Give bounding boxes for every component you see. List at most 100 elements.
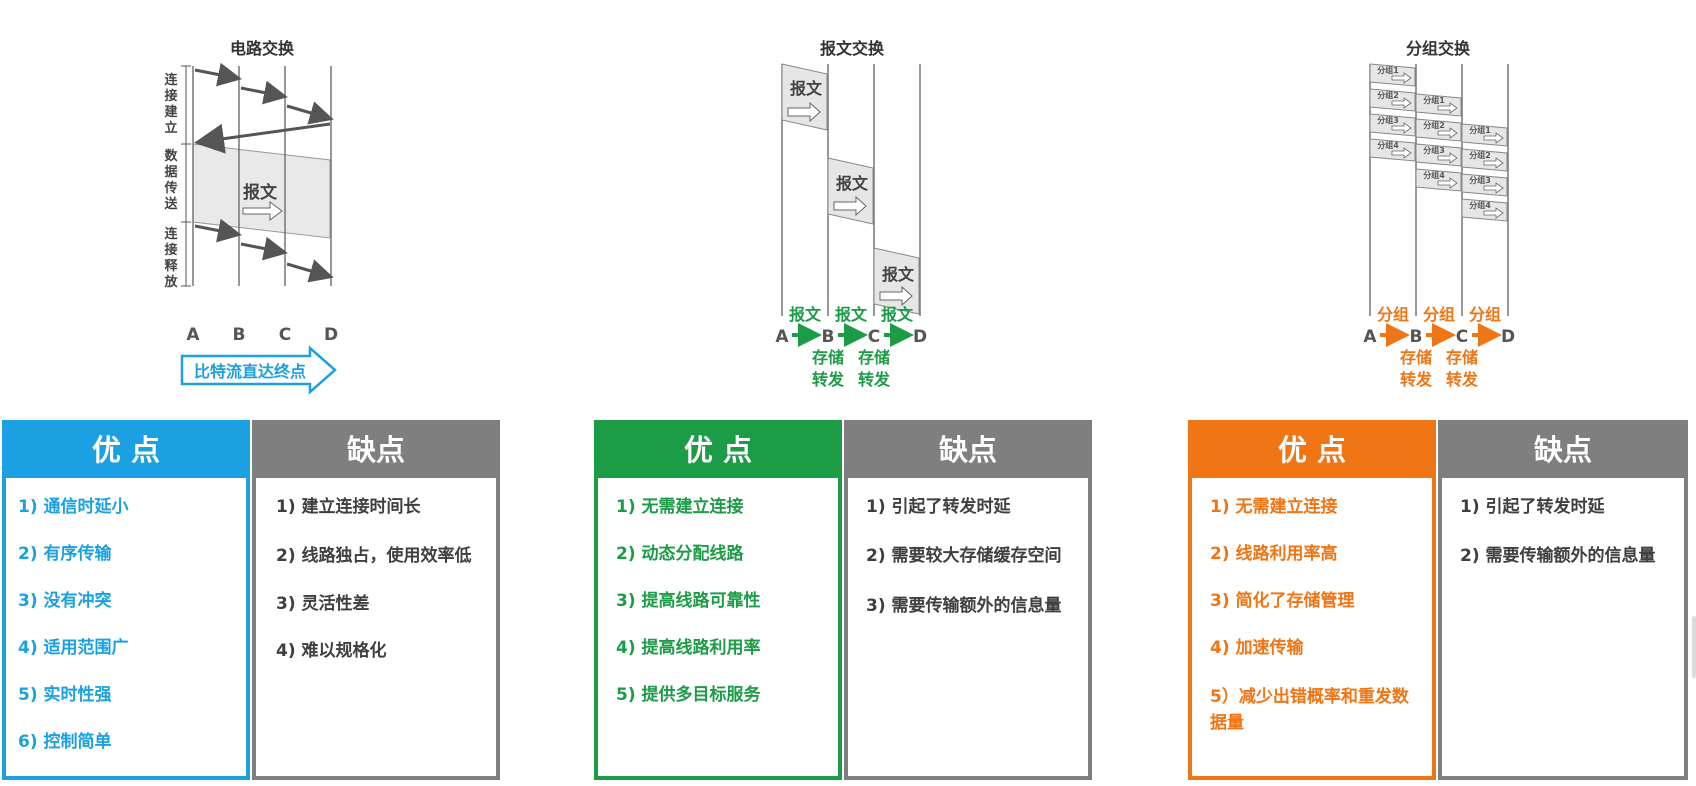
packet-arrow-icon [1483,157,1504,169]
message-disadvantages-list: 1) 引起了转发时延 2) 需要较大存储缓存空间 3) 需要传输额外的信息量 [848,478,1088,776]
node-label-b: B [822,327,835,347]
packet-arrow-icon [1483,182,1504,194]
svg-text:送: 送 [163,196,178,212]
node-label-a: A [775,327,789,347]
scroll-handle[interactable] [1692,616,1696,678]
list-item: 4) 加速传输 [1210,638,1304,658]
packet-disadvantages-panel: 缺点 1) 引起了转发时延 2) 需要传输额外的信息量 [1438,420,1688,780]
circuit-disadvantages-title: 缺点 [346,433,405,467]
phase-label-release: 连 接 释 放 [163,226,178,290]
svg-text:连: 连 [164,226,178,242]
list-item: 1) 建立连接时间长 [276,497,421,517]
list-item: 2) 线路独占，使用效率低 [276,546,472,566]
message-advantages-title: 优 点 [683,433,753,467]
hop-label-ab: 分组 [1377,305,1409,324]
svg-text:报文: 报文 [790,79,823,98]
svg-text:传: 传 [163,180,177,196]
packet-arrow-icon [1391,97,1412,109]
svg-text:立: 立 [164,120,177,136]
packet-arrow-icon [1391,147,1412,159]
node-label-a: A [1363,327,1377,347]
list-item: 1) 引起了转发时延 [1460,497,1605,517]
packet-label: 分组4 [1423,170,1445,180]
packet-arrow-icon [1437,102,1458,114]
list-item: 1) 无需建立连接 [1210,497,1338,517]
packet-label: 分组4 [1469,200,1491,210]
forward-label-b: 转发 [1400,370,1433,389]
packet-arrow-icon [1437,177,1458,189]
list-item: 5）减少出错概率和重发数据量 [1210,687,1409,733]
packet-label: 分组2 [1423,120,1445,130]
svg-text:接: 接 [164,88,177,104]
svg-text:报文: 报文 [836,174,869,193]
packet-label: 分组2 [1377,90,1399,100]
packet-arrow-icon [1391,72,1412,84]
list-item: 1) 引起了转发时延 [866,497,1011,517]
message-block-3: 报文 [873,247,920,315]
store-label-b: 存储 [812,348,844,367]
packet-label: 分组3 [1377,115,1399,125]
circuit-message-label: 报文 [243,182,278,203]
circuit-title: 电路交换 [230,39,295,58]
list-item: 3) 提高线路可靠性 [616,591,761,611]
list-item: 2) 动态分配线路 [616,544,744,564]
circuit-advantages-title: 优 点 [91,433,161,467]
node-label-d: D [1501,327,1515,347]
hop-label-ab: 报文 [789,305,822,324]
list-item: 3) 灵活性差 [276,594,370,614]
hop-label-cd: 报文 [881,305,914,324]
list-item: 2) 有序传输 [18,544,112,564]
circuit-message-arrow-icon [242,201,283,221]
node-label-b: B [1410,327,1423,347]
packet-switching-diagram: 分组交换 分组1分组1分组1分组2分组2分组2分组3分组3分组3分组4分组4分组… [1363,39,1515,389]
bitstream-banner-arrow [180,345,337,395]
forward-label-c: 转发 [1446,370,1479,389]
packet-disadvantages-title: 缺点 [1533,433,1592,467]
svg-text:据: 据 [164,164,177,180]
packet-label: 分组3 [1469,175,1491,185]
list-item: 3) 简化了存储管理 [1210,591,1355,611]
packet-arrow-icon [1437,152,1458,164]
phase-label-setup: 连 接 建 立 [164,72,178,136]
forward-label-b: 转发 [812,370,845,389]
list-item: 6) 控制简单 [18,732,112,752]
svg-text:数: 数 [164,148,178,164]
message-block-2: 报文 [827,157,874,225]
node-label-c: C [279,325,291,345]
svg-text:报文: 报文 [882,265,915,284]
svg-text:放: 放 [163,274,178,290]
hop-label-cd: 分组 [1469,305,1501,324]
node-label-b: B [233,325,246,345]
message-title: 报文交换 [820,39,885,58]
list-item: 4) 提高线路利用率 [616,638,761,658]
bitstream-banner-label: 比特流直达终点 [194,362,306,381]
store-label-b: 存储 [1400,348,1432,367]
hop-label-bc: 分组 [1423,305,1455,324]
list-item: 3) 需要传输额外的信息量 [866,596,1062,616]
packet-disadvantages-list: 1) 引起了转发时延 2) 需要传输额外的信息量 [1442,478,1684,776]
packet-arrow-icon [1483,207,1504,219]
node-label-d: D [913,327,927,347]
node-label-c: C [1456,327,1468,347]
packet-arrow-icon [1483,132,1504,144]
list-item: 3) 没有冲突 [18,591,112,611]
list-item: 2) 需要传输额外的信息量 [1460,546,1656,566]
message-switching-diagram: 报文交换 报文 报文 报文 报文 报文 报文 A B C D 存储 转发 存储 … [775,39,927,389]
list-item: 2) 需要较大存储缓存空间 [866,546,1062,566]
store-label-c: 存储 [858,348,890,367]
packet-arrow-icon [1391,122,1412,134]
list-item: 5) 实时性强 [18,685,112,705]
list-item: 5) 提供多目标服务 [616,685,761,705]
list-item: 1) 通信时延小 [18,497,129,517]
node-label-c: C [868,327,880,347]
packet-label: 分组3 [1423,145,1445,155]
svg-text:释: 释 [164,258,178,274]
